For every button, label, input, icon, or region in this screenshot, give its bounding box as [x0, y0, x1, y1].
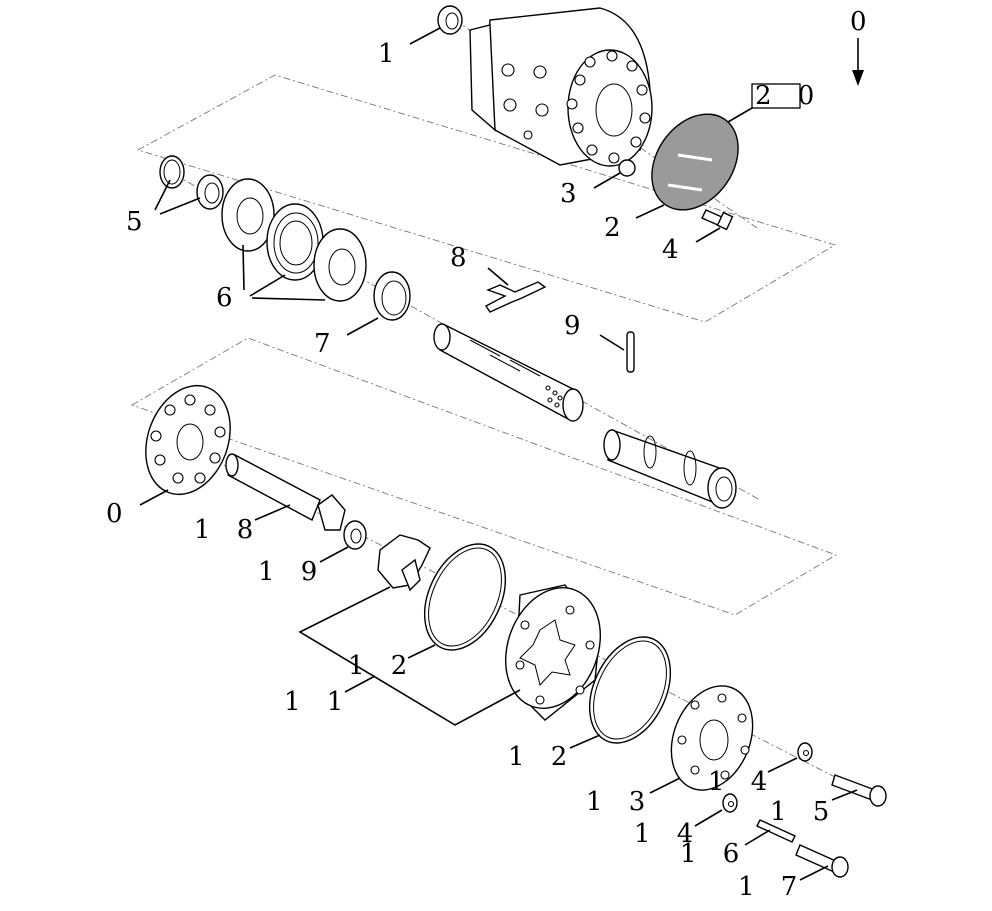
callout-7: 7 — [314, 329, 340, 359]
end-plate-part-0 — [145, 384, 231, 496]
washer-part-14b — [722, 793, 738, 813]
callout-16: 1 6 — [680, 839, 748, 869]
rotor-part-11 — [377, 534, 431, 592]
seal-ring-part-1 — [437, 5, 463, 35]
callout-3: 3 — [560, 179, 586, 209]
callout-13: 1 3 — [586, 787, 654, 817]
washer-part-6a — [221, 178, 275, 252]
spacer-part-19 — [343, 520, 367, 550]
cover-plate-part-2 — [651, 113, 739, 211]
direction-arrow-icon — [852, 38, 864, 86]
callout-19: 1 9 — [258, 557, 326, 587]
callout-14b: 1 4 — [634, 819, 702, 849]
snap-ring-part-5 — [159, 155, 185, 189]
callout-1: 1 — [378, 39, 404, 69]
callout-14a: 1 4 — [708, 767, 776, 797]
group-box-lower — [130, 337, 838, 616]
label-box-20 — [751, 83, 801, 109]
spring-part-8 — [484, 281, 547, 313]
callout-15: 1 5 — [770, 797, 838, 827]
callout-20: 2 0 — [755, 81, 823, 111]
end-cover-part-13 — [670, 685, 754, 791]
callout-8: 8 — [450, 243, 476, 273]
o-ring-part-12b — [588, 636, 672, 744]
pin-part-16 — [756, 819, 796, 843]
callout-2: 2 — [604, 213, 630, 243]
ball-part-3 — [618, 159, 636, 177]
group-box-upper — [136, 74, 837, 323]
bolt-part-17 — [795, 844, 849, 878]
bolt-part-15 — [831, 774, 887, 807]
callout-12a: 1 2 — [348, 651, 416, 681]
stator-part-11 — [504, 584, 602, 721]
callout-6: 6 — [216, 283, 242, 313]
o-ring-part-12a — [423, 543, 507, 651]
callout-0: 0 — [106, 499, 132, 529]
spool-sleeve — [433, 323, 584, 422]
washer-part-6b — [313, 228, 367, 302]
callout-5: 5 — [126, 207, 152, 237]
spool-part — [603, 429, 737, 509]
callout-0-top: 0 — [850, 7, 876, 37]
callout-11: 1 1 — [284, 687, 352, 717]
callout-18: 1 8 — [194, 515, 262, 545]
leader-lines — [139, 27, 858, 881]
drive-shaft-part-18 — [225, 453, 346, 531]
ring-part-7 — [373, 271, 411, 321]
steering-unit-housing — [469, 7, 653, 167]
bushing-part-5 — [196, 174, 224, 210]
callout-12b: 1 2 — [508, 742, 576, 772]
screw-part-4 — [701, 209, 734, 231]
callout-4: 4 — [662, 235, 688, 265]
pin-part-9 — [626, 331, 635, 373]
callout-9: 9 — [564, 311, 590, 341]
callout-17: 1 7 — [738, 872, 806, 902]
washer-part-14a — [797, 742, 813, 762]
